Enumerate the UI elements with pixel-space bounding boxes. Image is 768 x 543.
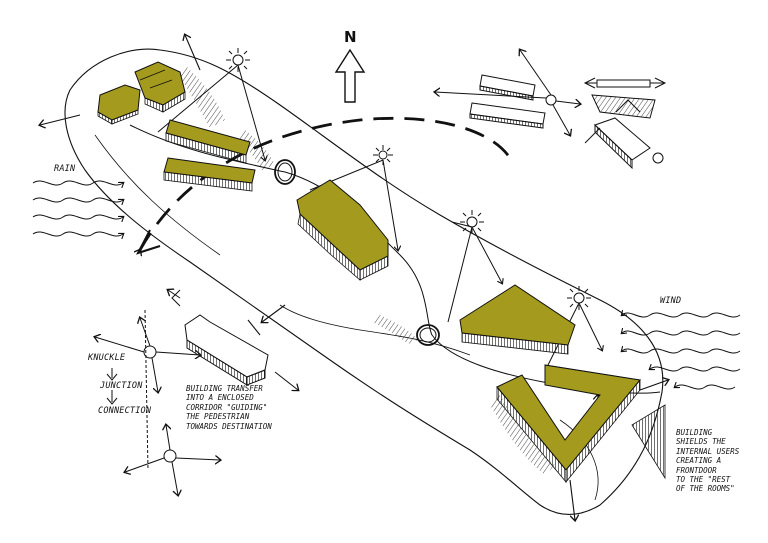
note-line: CREATING A: [676, 456, 722, 466]
north-arrow-icon: [334, 48, 366, 103]
note-line: OF THE ROOMS": [676, 484, 735, 494]
note-line: TO THE "REST: [676, 474, 731, 484]
rain-wave-icon: [32, 180, 123, 236]
legend-connection-label: CONNECTION: [98, 406, 152, 416]
note-line: CORRIDOR "GUIDING": [186, 402, 268, 412]
node-knuckle-2: [416, 324, 440, 346]
wind-label: WIND: [660, 296, 682, 306]
building-bar-north: [165, 119, 251, 164]
note-line: FRONTDOOR: [676, 465, 717, 475]
node-knuckle-1: [274, 159, 296, 185]
dashed-arrow-head: [135, 229, 161, 255]
sun-icon: [309, 145, 398, 250]
note-line: INTO A ENCLOSED: [186, 393, 254, 403]
site-boundary: [64, 48, 664, 516]
note-line: TOWARDS DESTINATION: [186, 421, 272, 431]
building-cluster-northwest: [97, 61, 186, 125]
rain-label: RAIN: [54, 164, 76, 174]
building-courtyard-southeast: [496, 364, 641, 484]
inset-massing-study: [583, 77, 667, 170]
legend-knuckle-label: KNUCKLE: [88, 353, 126, 363]
legend-junction-label: JUNCTION: [100, 381, 143, 391]
legend-node-diagram: [95, 309, 220, 495]
note-line: BUILDING TRANSFER: [186, 384, 263, 393]
wind-wave-icon: [622, 313, 741, 390]
note-line: SHIELDS THE: [676, 437, 726, 447]
building-wedge-east: [459, 284, 576, 355]
sun-icon: [447, 210, 502, 323]
north-label: N: [344, 28, 357, 46]
building-transfer-note: BUILDING TRANSFER INTO A ENCLOSED CORRID…: [186, 384, 272, 431]
dashed-path-arrow: [140, 116, 512, 250]
note-line: THE PEDESTRIAN: [186, 412, 250, 422]
note-line: BUILDING: [676, 428, 713, 437]
building-shield-note: BUILDING SHIELDS THE INTERNAL USERS CREA…: [676, 428, 739, 494]
note-line: INTERNAL USERS: [676, 446, 740, 456]
wind-shield-hatch: [631, 404, 666, 480]
inset-building-study: [435, 50, 580, 135]
legend-building-sketch: [168, 290, 298, 390]
building-bar-south: [163, 157, 256, 192]
building-central: [296, 179, 389, 281]
